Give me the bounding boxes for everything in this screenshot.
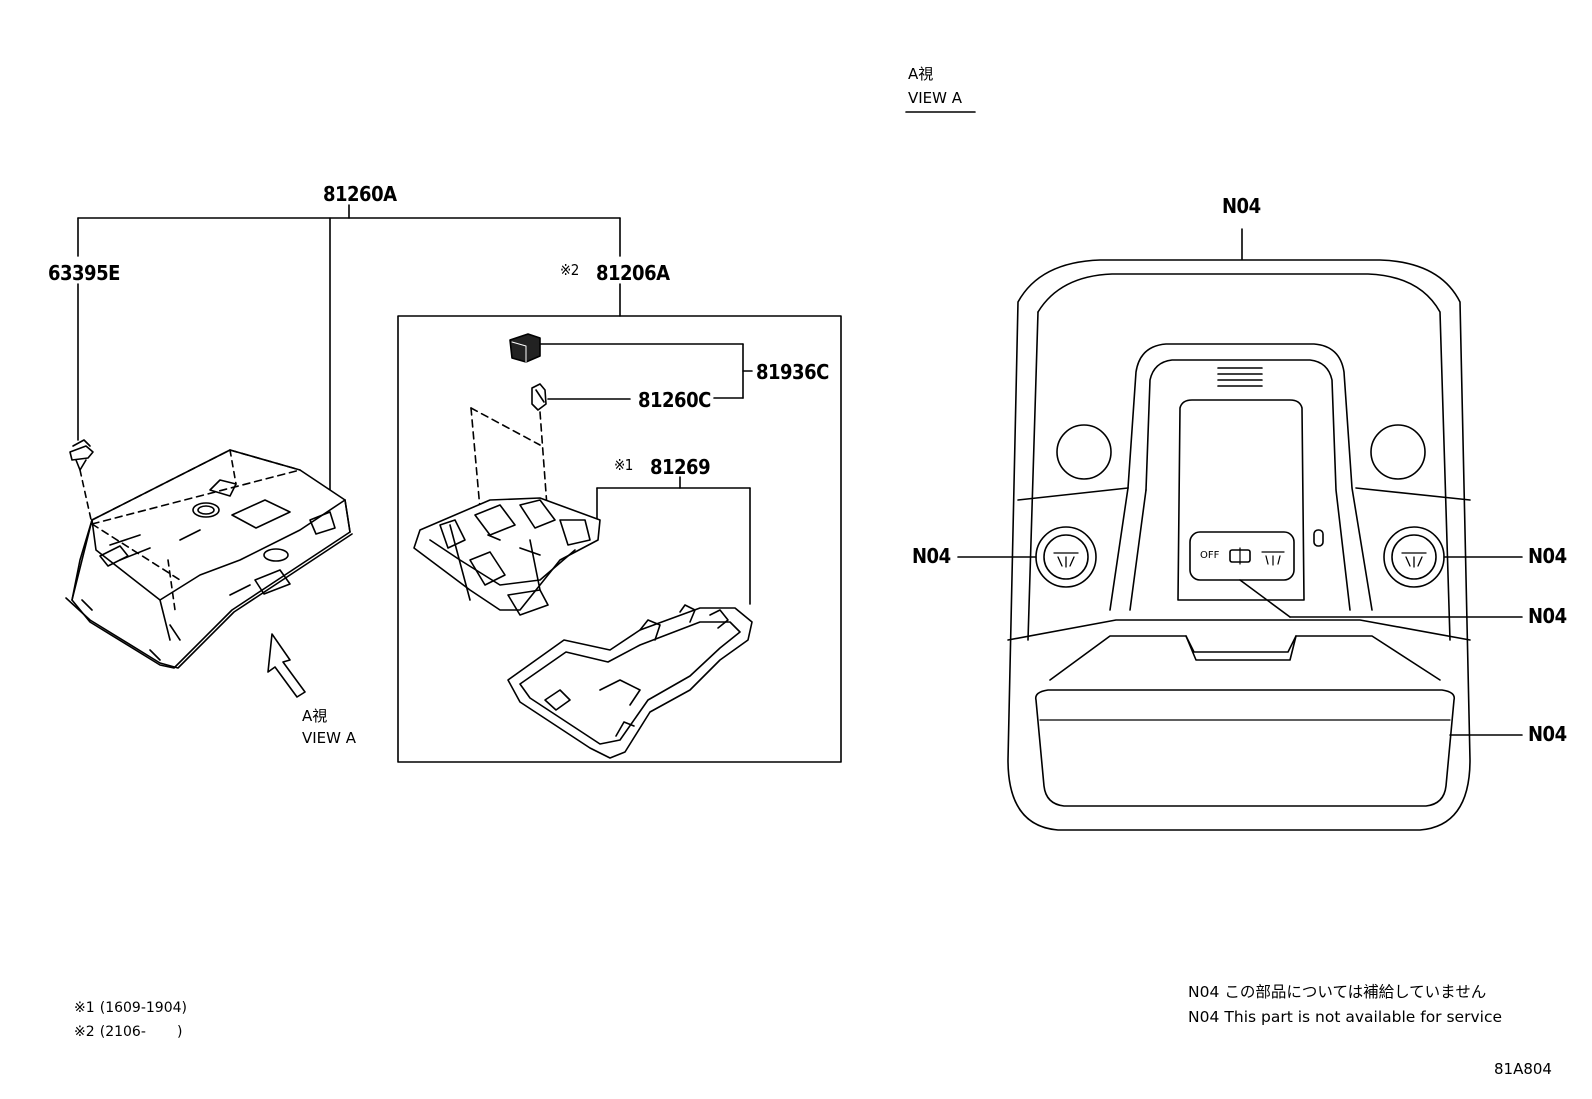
callout-right-lamp: N04 bbox=[1528, 544, 1567, 568]
callout-top: N04 bbox=[1222, 194, 1261, 218]
label-63395e: 63395E bbox=[48, 261, 120, 285]
footnote-2: ※2 (2106- ) bbox=[74, 1021, 183, 1040]
clip-part-drawing bbox=[69, 439, 94, 525]
label-81936c: 81936C bbox=[756, 360, 829, 384]
label-81269-mark: ※1 bbox=[614, 456, 633, 474]
label-81260a: 81260A bbox=[323, 182, 397, 206]
sub-assembly-box bbox=[397, 315, 842, 763]
footnote-1-range: (1609-1904) bbox=[99, 1000, 187, 1016]
view-a-console-drawing bbox=[957, 228, 1523, 831]
lamp-socket-frame-drawing bbox=[413, 497, 601, 616]
label-81206a-mark: ※2 bbox=[560, 261, 579, 279]
service-note-jp: N04 この部品については補給していません bbox=[1188, 982, 1486, 1001]
callout-switch: N04 bbox=[1528, 604, 1567, 628]
service-note-en-code: N04 bbox=[1188, 1008, 1220, 1026]
view-a-arrow bbox=[267, 633, 306, 698]
callout-left-lamp: N04 bbox=[912, 544, 951, 568]
footnote-2-range: (2106- ) bbox=[99, 1024, 183, 1040]
footnote-2-mark: ※2 bbox=[74, 1024, 95, 1040]
assembly-leader-lines bbox=[77, 204, 621, 514]
view-arrow-label-jp: A視 bbox=[302, 707, 328, 725]
service-note-jp-text: この部品については補給していません bbox=[1224, 983, 1487, 1001]
view-title-jp: A視 bbox=[908, 65, 934, 83]
view-title-en: VIEW A bbox=[908, 89, 963, 107]
figure-id: 81A804 bbox=[1494, 1060, 1552, 1078]
footnote-1: ※1 (1609-1904) bbox=[74, 997, 187, 1016]
service-note-jp-code: N04 bbox=[1188, 983, 1220, 1001]
console-housing-drawing bbox=[65, 449, 353, 669]
callout-bin: N04 bbox=[1528, 722, 1567, 746]
switch-off-label: OFF bbox=[1200, 550, 1220, 561]
label-81269: 81269 bbox=[650, 455, 711, 479]
service-note-en: N04 This part is not available for servi… bbox=[1188, 1007, 1502, 1026]
lens-frame-drawing bbox=[507, 604, 753, 759]
bulb-leader-lines bbox=[539, 343, 753, 605]
bulb-drawings bbox=[509, 333, 547, 411]
view-arrow-label-en: VIEW A bbox=[302, 729, 357, 747]
label-81206a: 81206A bbox=[596, 261, 670, 285]
label-81260c: 81260C bbox=[638, 388, 711, 412]
service-note-en-text: This part is not available for service bbox=[1224, 1008, 1503, 1026]
footnote-1-mark: ※1 bbox=[74, 1000, 95, 1016]
